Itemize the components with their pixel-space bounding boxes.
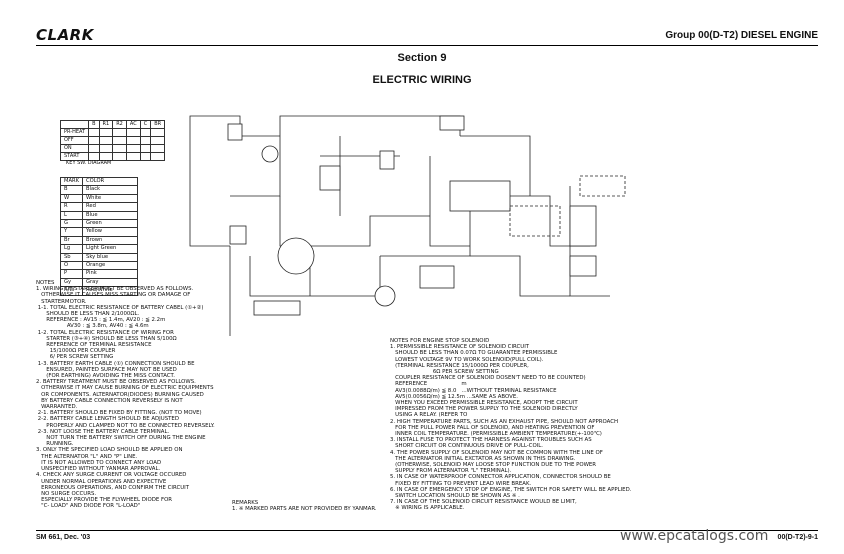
- group-header: Group 00(D-T2) DIESEL ENGINE: [665, 30, 818, 41]
- page-number: 00(D-T2)-9-1: [777, 534, 818, 541]
- key-table-caption: KEY SW. DIAGRAM: [66, 160, 112, 166]
- color-mark: Lg: [59, 244, 84, 254]
- ground-terminal: [419, 265, 455, 289]
- key-position: ON: [59, 144, 90, 153]
- header-rule: [36, 45, 818, 46]
- relay-unit: [569, 205, 597, 247]
- color-name: Sky blue: [82, 252, 139, 263]
- optional-parts-outline: [509, 205, 561, 237]
- page-title: ELECTRIC WIRING: [372, 74, 472, 86]
- harness-wire: [460, 135, 531, 196]
- optional-parts-outline: [579, 175, 626, 197]
- color-mark: W: [59, 193, 84, 204]
- starter-symbol: [261, 145, 279, 163]
- key-switch-connector: [227, 123, 243, 141]
- harness-wire: [249, 256, 381, 297]
- wiring-diagram: [189, 115, 626, 336]
- footer-rule: [36, 530, 818, 531]
- relay-block: [319, 165, 341, 191]
- color-mark: B: [59, 185, 84, 195]
- clark-logo: CLARK: [36, 26, 94, 44]
- key-table-header-row: B R1 R2 AC C BR: [59, 120, 166, 129]
- stop-solenoid: [374, 285, 396, 307]
- color-mark: Sb: [59, 252, 84, 263]
- glow-plug-unit: [229, 225, 247, 245]
- connector-block: [379, 150, 395, 170]
- harness-wire: [189, 115, 280, 156]
- key-table-row: ON: [59, 144, 166, 153]
- key-table-header: C: [139, 120, 152, 129]
- color-mark: G: [59, 219, 84, 229]
- key-switch-table: B R1 R2 AC C BR PR-HEAT OFF ON START: [59, 120, 166, 161]
- color-name: Red: [82, 202, 139, 212]
- footer-manual-ref: SM 661, Dec. '03: [36, 534, 91, 541]
- key-table-row: PR-HEAT: [59, 128, 166, 137]
- color-name: Light Green: [82, 244, 139, 254]
- harness-wire: [230, 136, 281, 197]
- fuse-holder: [253, 300, 301, 316]
- key-table-row: START: [59, 152, 166, 161]
- color-mark: P: [59, 269, 84, 279]
- color-name: Green: [82, 219, 139, 229]
- color-table-header-row: MARK COLOR: [59, 176, 139, 187]
- key-table-header: [59, 120, 90, 129]
- color-mark: R: [59, 202, 84, 212]
- sensor-connector: [569, 255, 597, 277]
- key-table-row: OFF: [59, 136, 166, 145]
- harness-wire: [310, 215, 430, 247]
- key-table-header: R1: [98, 120, 114, 129]
- color-name: Brown: [82, 235, 139, 246]
- fuel-pump-connector: [439, 115, 465, 131]
- solenoid-notes: NOTES FOR ENGINE STOP SOLENOID 1. PERMIS…: [390, 338, 632, 512]
- color-mark: O: [59, 261, 84, 271]
- harness-wire: [279, 115, 461, 136]
- key-table-header: BR: [150, 120, 166, 129]
- key-table-header: AC: [125, 120, 141, 129]
- harness-wire: [470, 255, 570, 297]
- color-table-header: MARK: [59, 176, 84, 187]
- color-mark: Y: [59, 227, 84, 237]
- color-name: Red/White: [82, 286, 139, 296]
- color-name: Blue: [82, 210, 139, 221]
- starter-motor: [277, 237, 315, 275]
- key-table-header: R2: [112, 120, 127, 129]
- color-table-header: COLOR: [82, 176, 139, 187]
- alternator-box: [449, 180, 511, 212]
- key-table-header: B: [88, 120, 100, 129]
- harness-wire: [189, 156, 230, 247]
- watermark: www.epcatalogs.com: [620, 528, 769, 544]
- color-name: Yellow: [82, 227, 139, 237]
- key-position: PR-HEAT: [59, 128, 90, 137]
- color-name: Pink: [82, 269, 139, 279]
- color-mark: R/W: [59, 286, 84, 296]
- left-notes: NOTES 1. WIRING OF STARTER MUST BE OBSER…: [36, 280, 215, 510]
- harness-wire: [429, 156, 470, 247]
- color-name: White: [82, 193, 139, 204]
- section-heading: Section 9: [397, 52, 447, 64]
- key-position: OFF: [59, 136, 90, 145]
- remarks: REMARKS 1. ※ MARKED PARTS ARE NOT PROVID…: [232, 500, 377, 513]
- color-name: Orange: [82, 261, 139, 271]
- color-mark: L: [59, 210, 84, 221]
- color-mark: Br: [59, 235, 84, 246]
- color-name: Black: [82, 185, 139, 195]
